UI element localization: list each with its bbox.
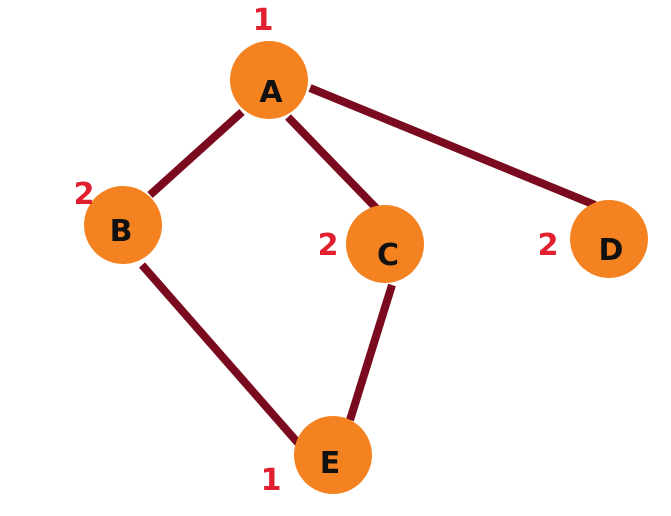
edges-layer: [138, 84, 597, 446]
node-d-circle: [570, 200, 648, 278]
node-b-circle: [84, 186, 162, 264]
edge-a-d: [308, 84, 597, 209]
edge-c-e: [346, 283, 396, 422]
node-d[interactable]: D: [570, 200, 648, 278]
node-d-number: 2: [538, 228, 559, 263]
edge-a-b: [147, 109, 245, 198]
node-b-label: B: [110, 214, 133, 249]
node-a-label: A: [259, 75, 283, 110]
node-a[interactable]: A: [230, 41, 308, 119]
node-c-label: C: [377, 238, 399, 273]
node-a-circle: [230, 41, 308, 119]
node-e-circle: [294, 416, 372, 494]
node-c-circle: [346, 205, 424, 283]
node-a-number: 1: [253, 3, 274, 38]
node-e[interactable]: E: [294, 416, 372, 494]
edge-a-c: [285, 114, 381, 213]
node-b-number: 2: [74, 177, 95, 212]
node-e-number: 1: [261, 463, 282, 498]
node-e-label: E: [320, 446, 341, 481]
node-d-label: D: [599, 233, 624, 268]
edge-b-e: [138, 262, 302, 446]
node-b[interactable]: B: [84, 186, 162, 264]
node-c[interactable]: C: [346, 205, 424, 283]
node-c-number: 2: [318, 228, 339, 263]
